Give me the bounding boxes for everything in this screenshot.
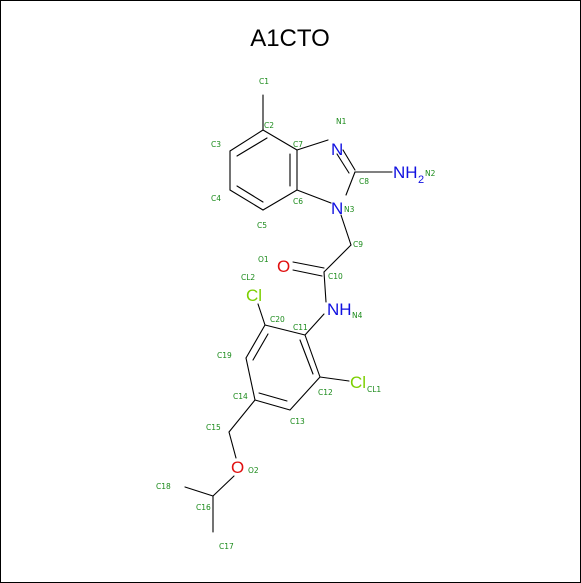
molecule-title: A1CTO (250, 25, 330, 52)
bond-c13-c12 (289, 376, 321, 411)
bond-c10-o1-b (292, 269, 323, 277)
bond-c20-c19-inner (252, 333, 269, 361)
bond-c11-c20 (264, 324, 306, 336)
bonds (184, 94, 393, 533)
label-c20: C20 (270, 315, 285, 324)
bond-c2-c3-inner (236, 137, 268, 157)
label-c2: C2 (264, 121, 274, 130)
label-c9: C9 (353, 240, 363, 249)
bond-c2-c3 (229, 129, 264, 152)
label-o2: O2 (248, 466, 259, 475)
bond-n1-c8-b (336, 153, 350, 174)
label-c8: C8 (359, 177, 369, 186)
atom-o1-symbol: O (277, 257, 290, 276)
label-c10: C10 (328, 272, 343, 281)
label-c11: C11 (293, 323, 308, 332)
label-cl1: CL1 (367, 385, 381, 394)
bond-c19-c14 (245, 357, 256, 401)
label-c19: C19 (217, 351, 232, 360)
label-c16: C16 (196, 503, 211, 512)
bond-c20-c19 (245, 324, 266, 359)
bond-c12-c11-inner (299, 339, 314, 375)
atom-symbols: N NH 2 N NH O O Cl Cl (231, 140, 424, 477)
bond-c12-cl1 (319, 376, 350, 382)
bond-c14-c13-inner (258, 392, 288, 402)
bond-n4-c11 (304, 313, 325, 336)
bond-c16-c18 (184, 486, 214, 497)
atom-cl1-symbol: Cl (350, 373, 366, 392)
label-n1: N1 (336, 117, 347, 126)
label-c12: C12 (318, 388, 333, 397)
bond-c12-c11 (304, 334, 321, 378)
label-c14: C14 (233, 392, 248, 401)
atom-n4-symbol: NH (327, 300, 352, 319)
bond-n3-c9 (340, 214, 352, 246)
label-c7: C7 (293, 140, 303, 149)
label-n3: N3 (344, 205, 355, 214)
bond-c10-n4 (323, 271, 327, 303)
bond-c15-o2 (228, 431, 237, 459)
bond-c8-n3 (345, 171, 356, 196)
bond-n1-c8-a (342, 149, 356, 171)
label-c17: C17 (219, 542, 234, 551)
label-n4: N4 (352, 311, 363, 320)
label-cl2: CL2 (241, 273, 255, 282)
bond-c10-o1-a (292, 261, 325, 269)
atom-n3-symbol: N (331, 199, 343, 218)
label-n2: N2 (425, 169, 436, 178)
label-c1: C1 (259, 77, 269, 86)
bond-c4-c5-inner (236, 185, 264, 203)
label-c4: C4 (211, 194, 221, 203)
atom-o2-symbol: O (231, 458, 244, 477)
bond-n3-c6 (296, 189, 332, 204)
label-c15: C15 (206, 423, 221, 432)
bond-o2-c16 (212, 475, 235, 497)
atom-n2-symbol: NH (393, 163, 418, 182)
label-o1: O1 (258, 255, 269, 264)
label-c3: C3 (211, 140, 221, 149)
atom-n1-symbol: N (331, 140, 343, 159)
bond-c14-c13 (254, 399, 291, 411)
bond-c7-n1 (296, 139, 329, 151)
label-c13: C13 (290, 417, 305, 426)
label-c5: C5 (257, 221, 267, 230)
bond-c14-c15 (228, 399, 256, 433)
atom-labels: C1 C2 C3 C4 C5 C6 C7 C8 C9 C10 C11 C12 C… (156, 77, 436, 551)
atom-cl2-symbol: Cl (246, 286, 262, 305)
bond-c5-c6 (262, 189, 298, 211)
bond-c7-c2 (262, 129, 298, 151)
bond-c9-c10 (323, 244, 352, 273)
atom-n2-subscript: 2 (418, 174, 424, 186)
label-c6: C6 (293, 197, 303, 206)
bond-c20-cl2 (257, 303, 266, 326)
label-c18: C18 (156, 482, 171, 491)
bond-c4-c5 (229, 189, 264, 211)
